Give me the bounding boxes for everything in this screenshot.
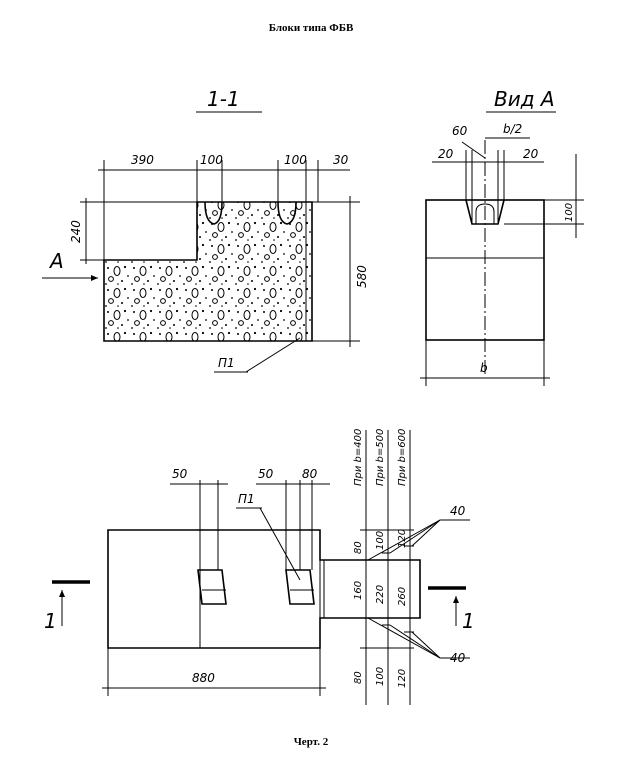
col400-top: 80 <box>353 541 364 554</box>
view-arrow-label: A <box>48 249 64 273</box>
section-label: 1-1 <box>207 87 240 111</box>
figure-caption: Черт. 2 <box>293 736 329 748</box>
dim-100-left: 100 <box>200 153 223 167</box>
col600-mid: 260 <box>397 587 408 606</box>
section-mark-right-label: 1 <box>462 609 475 633</box>
section-view: 1-1 390 100 100 30 240 580 <box>42 87 369 373</box>
dim-30: 30 <box>333 153 349 167</box>
col500-bot: 100 <box>375 667 386 686</box>
dim-20-left: 20 <box>438 147 454 161</box>
col600-top: 120 <box>397 529 408 548</box>
dim-60: 60 <box>452 124 468 138</box>
dim-100-right: 100 <box>284 153 307 167</box>
dim-b-half: b/2 <box>503 122 522 136</box>
dim-50-left: 50 <box>172 467 188 481</box>
plan-view: 50 50 80 П1 880 При b=400 При b=500 При … <box>44 429 475 705</box>
col400-mid: 160 <box>353 581 364 600</box>
dim-580: 580 <box>355 265 369 288</box>
dim-880: 880 <box>192 671 215 685</box>
col500-mid: 220 <box>375 585 386 604</box>
side-view-label: Вид A <box>494 87 555 111</box>
drawing-title: Блоки типа ФБВ <box>268 22 354 34</box>
dim-390: 390 <box>131 153 154 167</box>
dim-20-right: 20 <box>523 147 539 161</box>
col600-bot: 120 <box>397 669 408 688</box>
dim-b: b <box>480 361 488 375</box>
section-mark-left-label: 1 <box>44 609 57 633</box>
dim-240: 240 <box>69 220 83 243</box>
dim-50-right: 50 <box>258 467 274 481</box>
dim-40-bottom: 40 <box>450 651 466 665</box>
plan-part-label: П1 <box>238 492 255 506</box>
dim-100-side: 100 <box>564 203 575 222</box>
col500-top: 100 <box>375 531 386 550</box>
part-label-p1: П1 <box>218 356 235 370</box>
col-header-500: При b=500 <box>375 429 386 486</box>
side-view: Вид A 60 b/2 20 20 100 b <box>420 87 584 386</box>
col-header-400: При b=400 <box>353 429 364 486</box>
dim-80: 80 <box>302 467 318 481</box>
dim-40-top: 40 <box>450 504 466 518</box>
col400-bot: 80 <box>353 671 364 684</box>
block-section-body <box>103 201 313 342</box>
block-plan-outline <box>107 529 421 649</box>
col-header-600: При b=600 <box>397 429 408 486</box>
